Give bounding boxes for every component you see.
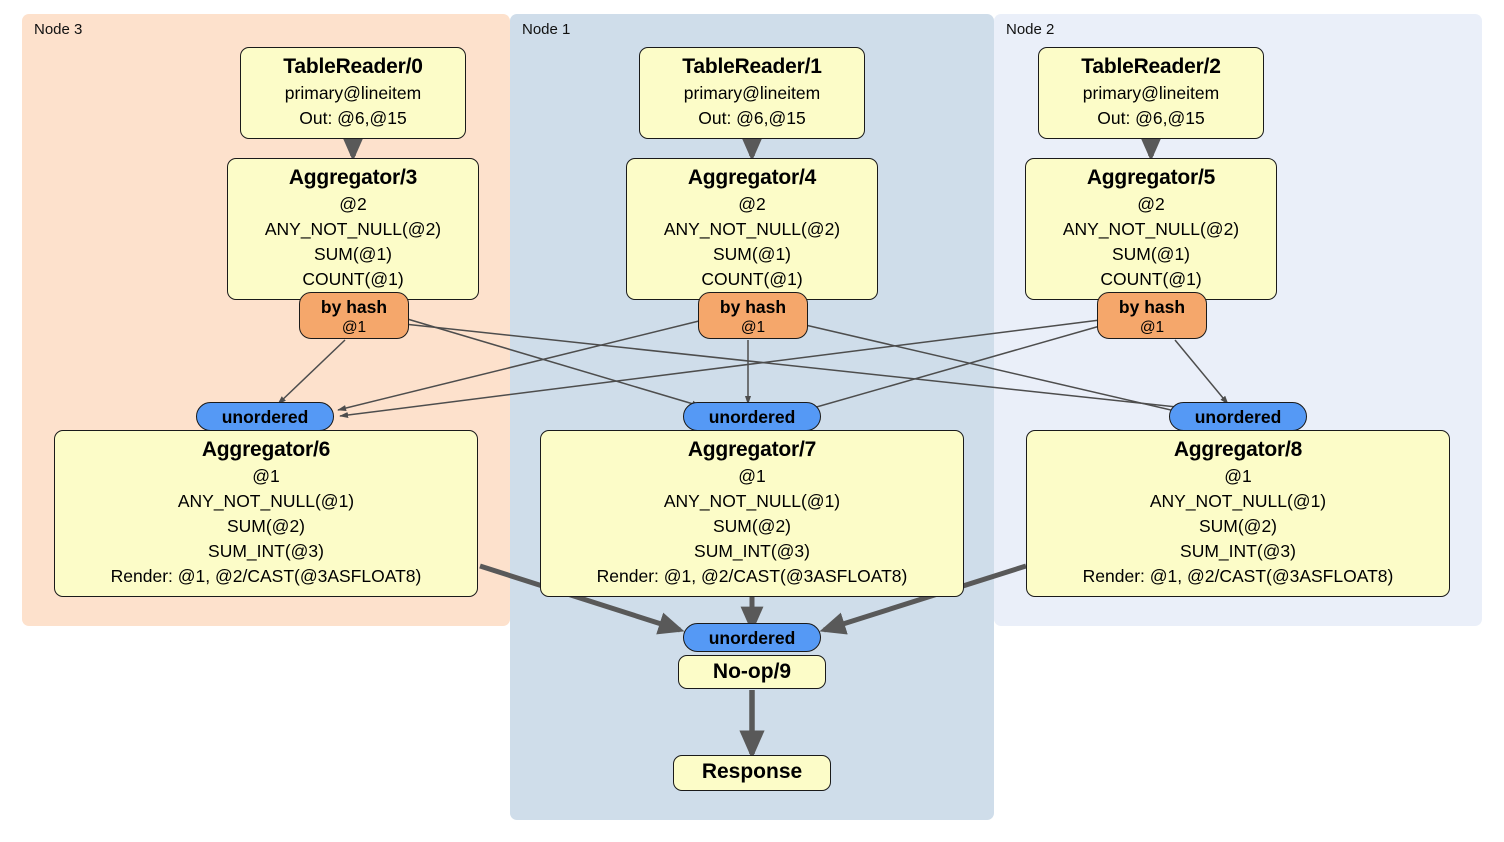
node-noop-9-label: No-op/9 <box>712 660 792 683</box>
node-aggregator-5-line3: SUM(@1) <box>1111 244 1191 264</box>
node-aggregator-6[interactable]: Aggregator/6 @1 ANY_NOT_NULL(@1) SUM(@2)… <box>54 430 478 597</box>
router-by-hash-0-label: by hash <box>320 297 388 317</box>
node-aggregator-3[interactable]: Aggregator/3 @2 ANY_NOT_NULL(@2) SUM(@1)… <box>227 158 479 300</box>
node-aggregator-8[interactable]: Aggregator/8 @1 ANY_NOT_NULL(@1) SUM(@2)… <box>1026 430 1450 597</box>
node-aggregator-8-line3: SUM(@2) <box>1198 516 1278 536</box>
node-aggregator-4-line1: @2 <box>738 194 766 214</box>
node-aggregator-5-line1: @2 <box>1137 194 1165 214</box>
node-aggregator-7-line5: Render: @1, @2/CAST(@3ASFLOAT8) <box>596 566 908 586</box>
node-aggregator-5[interactable]: Aggregator/5 @2 ANY_NOT_NULL(@2) SUM(@1)… <box>1025 158 1277 300</box>
synchronizer-unordered-2[interactable]: unordered <box>1169 402 1307 431</box>
node-aggregator-3-line4: COUNT(@1) <box>302 269 404 289</box>
router-by-hash-2[interactable]: by hash @1 <box>1097 292 1207 339</box>
node-aggregator-3-line2: ANY_NOT_NULL(@2) <box>264 219 442 239</box>
node-aggregator-7-line3: SUM(@2) <box>712 516 792 536</box>
synchronizer-unordered-2-label: unordered <box>1194 407 1282 427</box>
node-aggregator-6-line2: ANY_NOT_NULL(@1) <box>177 491 355 511</box>
router-by-hash-2-column: @1 <box>1139 319 1165 336</box>
node-tablereader-0-title: TableReader/0 <box>283 55 423 78</box>
node-aggregator-6-line3: SUM(@2) <box>226 516 306 536</box>
node-aggregator-8-line5: Render: @1, @2/CAST(@3ASFLOAT8) <box>1082 566 1394 586</box>
node-aggregator-6-line4: SUM_INT(@3) <box>208 541 324 561</box>
node-aggregator-5-line4: COUNT(@1) <box>1100 269 1202 289</box>
node-tablereader-2[interactable]: TableReader/2 primary@lineitem Out: @6,@… <box>1038 47 1264 139</box>
node-aggregator-8-line4: SUM_INT(@3) <box>1180 541 1296 561</box>
node-tablereader-1-title: TableReader/1 <box>682 55 822 78</box>
node-aggregator-6-title: Aggregator/6 <box>201 438 331 461</box>
node-response[interactable]: Response <box>673 755 831 791</box>
node-response-label: Response <box>701 760 803 783</box>
node-tablereader-0-line1: primary@lineitem <box>284 83 422 103</box>
node-tablereader-2-line1: primary@lineitem <box>1082 83 1220 103</box>
node-tablereader-2-line2: Out: @6,@15 <box>1097 108 1205 128</box>
node-tablereader-2-title: TableReader/2 <box>1081 55 1221 78</box>
node-tablereader-0[interactable]: TableReader/0 primary@lineitem Out: @6,@… <box>240 47 466 139</box>
node-aggregator-6-line5: Render: @1, @2/CAST(@3ASFLOAT8) <box>110 566 422 586</box>
node-tablereader-1-line1: primary@lineitem <box>683 83 821 103</box>
node-aggregator-7[interactable]: Aggregator/7 @1 ANY_NOT_NULL(@1) SUM(@2)… <box>540 430 964 597</box>
node-tablereader-1[interactable]: TableReader/1 primary@lineitem Out: @6,@… <box>639 47 865 139</box>
synchronizer-unordered-0[interactable]: unordered <box>196 402 334 431</box>
node-aggregator-7-title: Aggregator/7 <box>687 438 817 461</box>
node-aggregator-4-line4: COUNT(@1) <box>701 269 803 289</box>
node-aggregator-4-line2: ANY_NOT_NULL(@2) <box>663 219 841 239</box>
region-node-2-label: Node 2 <box>1006 21 1055 38</box>
node-aggregator-4[interactable]: Aggregator/4 @2 ANY_NOT_NULL(@2) SUM(@1)… <box>626 158 878 300</box>
node-noop-9[interactable]: No-op/9 <box>678 655 826 689</box>
synchronizer-final-unordered[interactable]: unordered <box>683 623 821 652</box>
node-aggregator-3-line1: @2 <box>339 194 367 214</box>
router-by-hash-2-label: by hash <box>1118 297 1186 317</box>
node-aggregator-5-title: Aggregator/5 <box>1086 166 1216 189</box>
node-aggregator-6-line1: @1 <box>252 466 280 486</box>
node-aggregator-8-title: Aggregator/8 <box>1173 438 1303 461</box>
node-aggregator-3-title: Aggregator/3 <box>288 166 418 189</box>
synchronizer-final-unordered-label: unordered <box>708 628 796 648</box>
router-by-hash-0-column: @1 <box>341 319 367 336</box>
region-node-3-label: Node 3 <box>34 21 83 38</box>
node-tablereader-1-line2: Out: @6,@15 <box>698 108 806 128</box>
synchronizer-unordered-0-label: unordered <box>221 407 309 427</box>
router-by-hash-0[interactable]: by hash @1 <box>299 292 409 339</box>
node-aggregator-4-title: Aggregator/4 <box>687 166 817 189</box>
node-tablereader-0-line2: Out: @6,@15 <box>299 108 407 128</box>
region-node-1-label: Node 1 <box>522 21 571 38</box>
node-aggregator-3-line3: SUM(@1) <box>313 244 393 264</box>
node-aggregator-5-line2: ANY_NOT_NULL(@2) <box>1062 219 1240 239</box>
node-aggregator-7-line4: SUM_INT(@3) <box>694 541 810 561</box>
router-by-hash-1-label: by hash <box>719 297 787 317</box>
router-by-hash-1-column: @1 <box>740 319 766 336</box>
synchronizer-unordered-1-label: unordered <box>708 407 796 427</box>
node-aggregator-7-line1: @1 <box>738 466 766 486</box>
node-aggregator-8-line1: @1 <box>1224 466 1252 486</box>
node-aggregator-7-line2: ANY_NOT_NULL(@1) <box>663 491 841 511</box>
synchronizer-unordered-1[interactable]: unordered <box>683 402 821 431</box>
router-by-hash-1[interactable]: by hash @1 <box>698 292 808 339</box>
node-aggregator-8-line2: ANY_NOT_NULL(@1) <box>1149 491 1327 511</box>
node-aggregator-4-line3: SUM(@1) <box>712 244 792 264</box>
